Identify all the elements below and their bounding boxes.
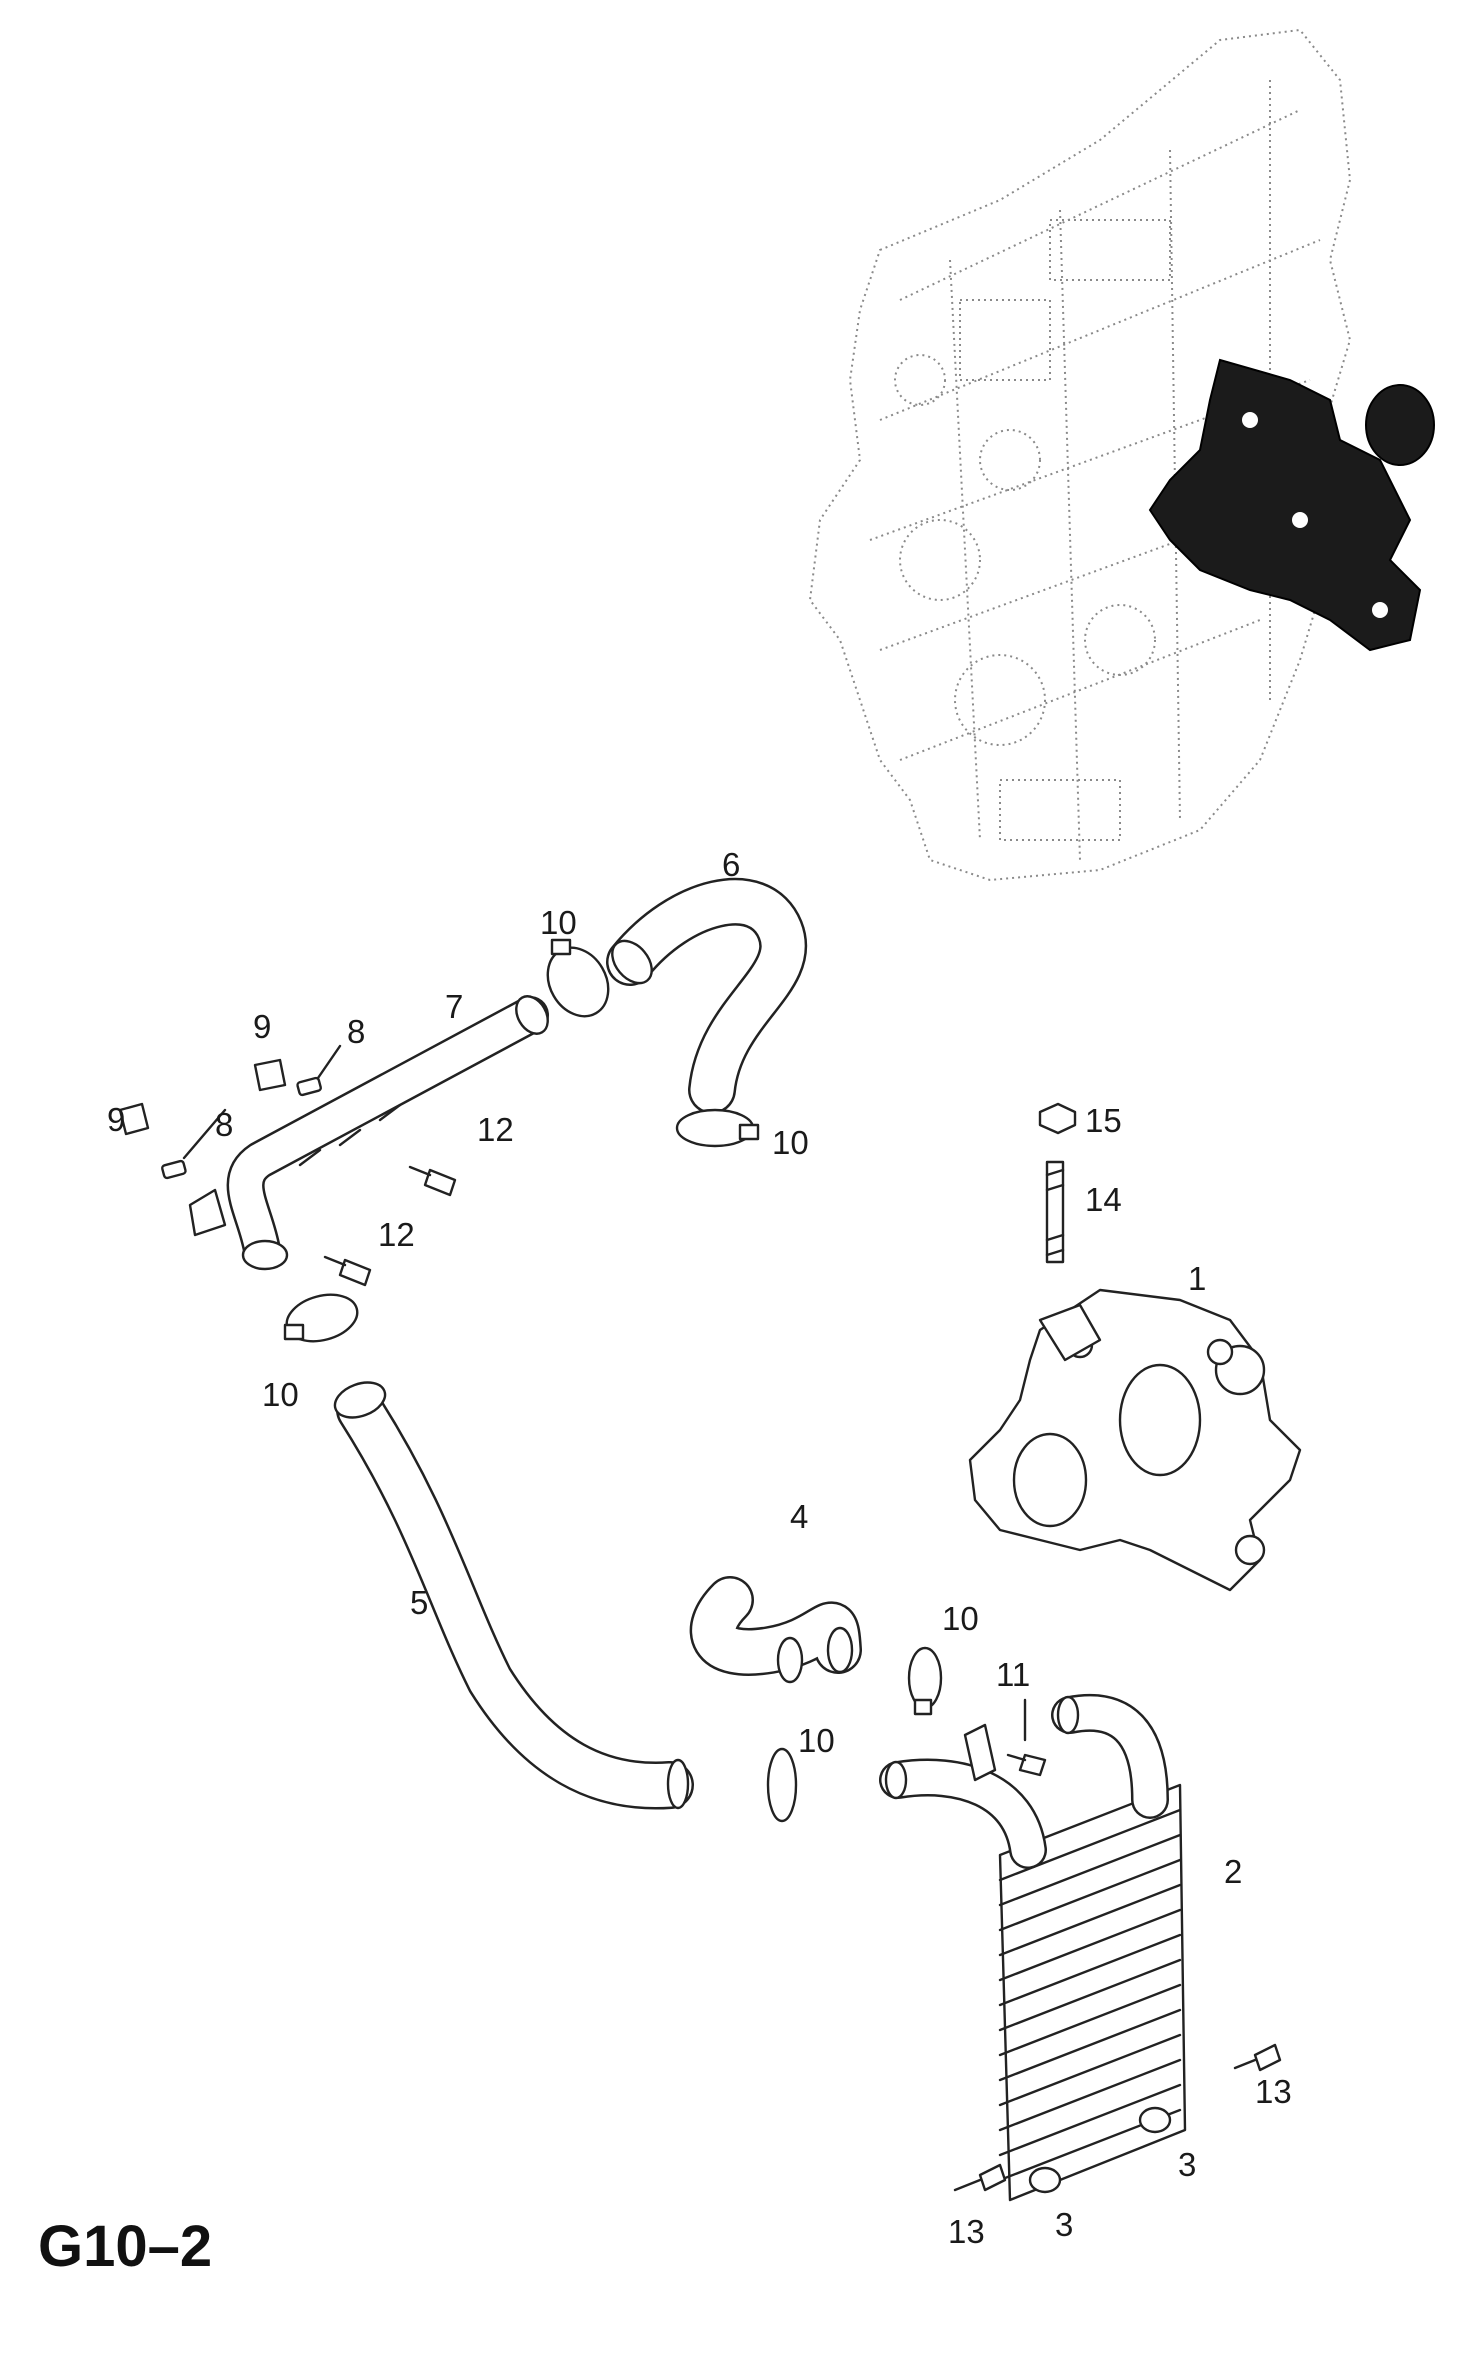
callout-12: 12 [477,1111,514,1148]
installed-pump-highlight [1148,358,1435,652]
plugs [118,1044,342,1180]
callout-12: 12 [378,1216,415,1253]
callout-9: 9 [107,1101,126,1138]
callout-10: 10 [262,1376,299,1413]
elbow-hose [689,1576,862,1684]
callout-13: 13 [1255,2073,1292,2110]
callout-10: 10 [772,1124,809,1161]
callout-10: 10 [942,1600,979,1637]
callout-1: 1 [1188,1260,1207,1297]
hose-clamps [283,938,943,1823]
callout-8: 8 [347,1013,366,1050]
bolts-13 [953,2043,1282,2192]
lower-hose [333,1381,694,1810]
callout-3: 3 [1178,2146,1197,2183]
callout-7: 7 [445,988,464,1025]
callout-6: 6 [722,846,741,883]
water-pump [968,1288,1302,1592]
callout-14: 14 [1085,1181,1122,1218]
callout-11: 11 [996,1656,1031,1693]
rubber-mounts [1028,2106,1172,2194]
bolt-11 [1006,1698,1047,1777]
callout-15: 15 [1085,1102,1122,1139]
callout-2: 2 [1224,1853,1243,1890]
callout-10: 10 [798,1722,835,1759]
callout-13: 13 [948,2213,985,2250]
stud-and-nut [1038,1102,1077,1264]
coolant-pipe [188,995,549,1271]
page-code: G10–2 [38,2214,213,2279]
oil-cooler [879,1693,1187,2202]
callout-8: 8 [215,1106,234,1143]
bolts-12 [323,1165,457,1287]
callout-3: 3 [1055,2206,1074,2243]
callout-5: 5 [410,1584,429,1621]
upper-hose [606,877,808,1114]
engine-block-ghost [808,28,1352,882]
callout-10: 10 [540,904,577,941]
callout-4: 4 [790,1498,809,1535]
callout-9: 9 [253,1008,272,1045]
